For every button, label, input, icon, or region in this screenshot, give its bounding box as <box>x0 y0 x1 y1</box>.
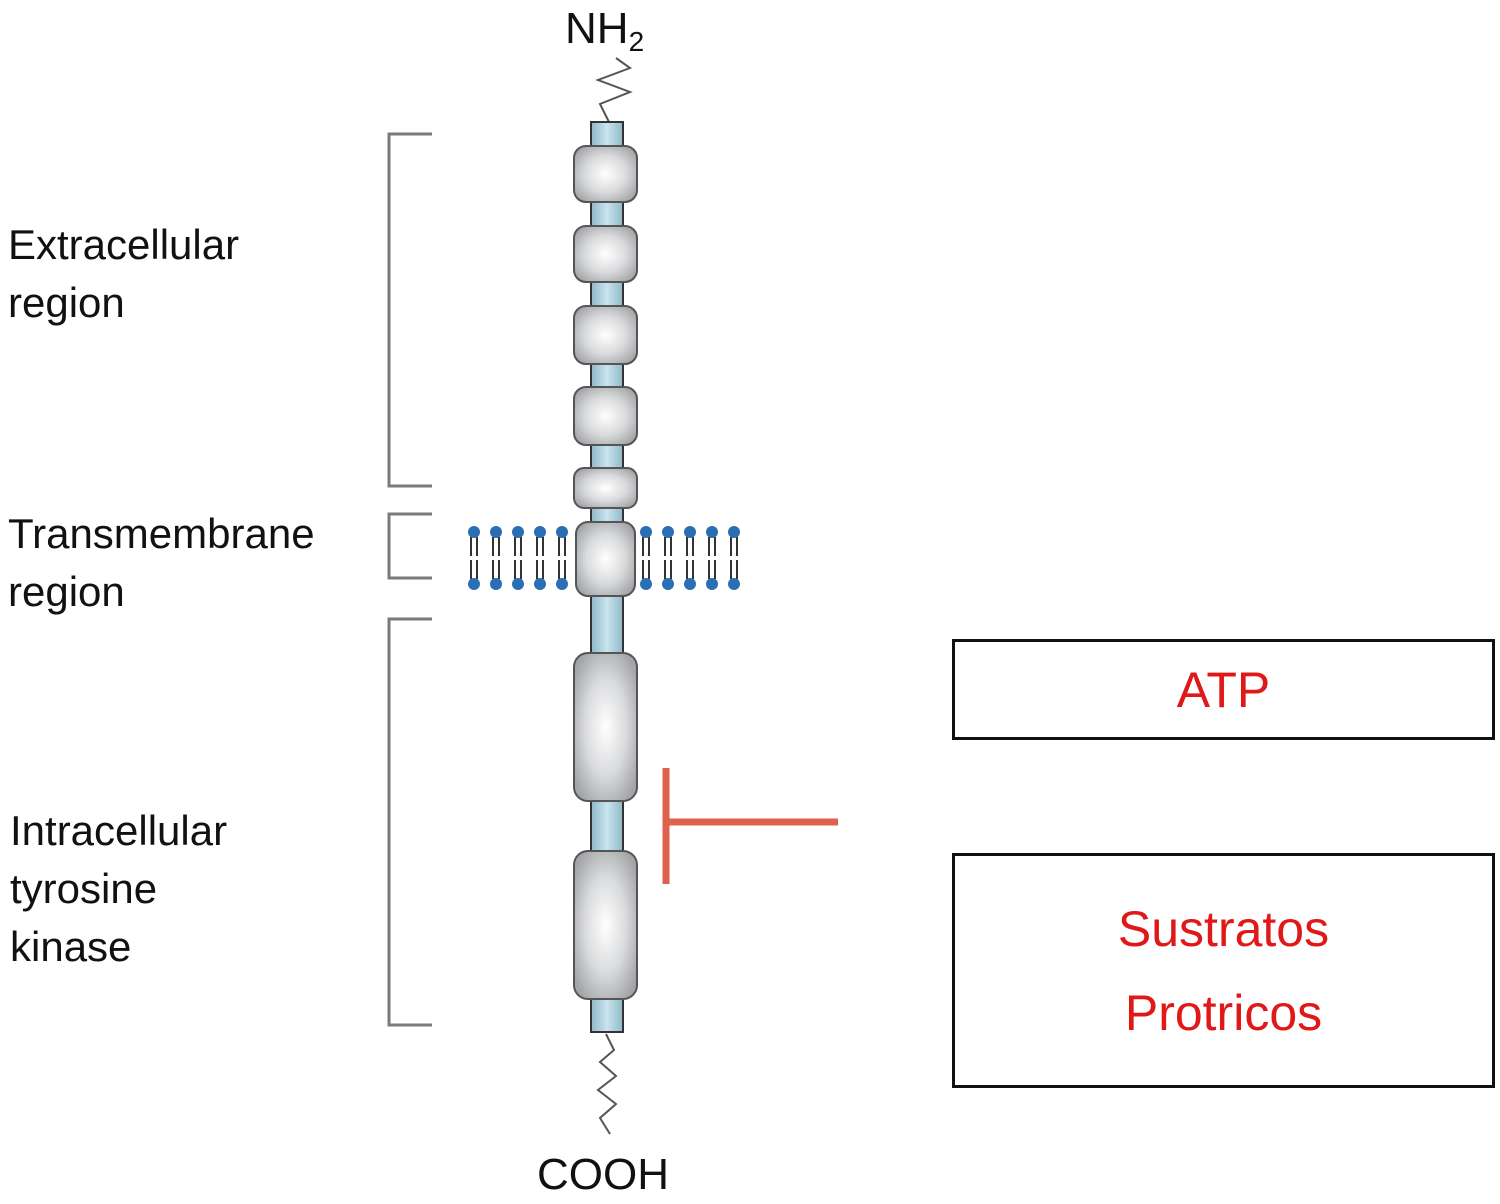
inhibition-arrow <box>662 768 838 884</box>
c-terminal-tail <box>596 1033 618 1135</box>
substrates-line-1: Sustratos <box>1117 900 1330 957</box>
region-brackets <box>387 132 432 1027</box>
c-terminus-text: COOH <box>537 1150 669 1199</box>
intracellular-line-2: tyrosine <box>10 865 158 912</box>
intracellular-line-1: Intracellular <box>10 807 228 854</box>
substrates-box: Sustratos Protricos <box>952 853 1495 1088</box>
c-terminus-label: COOH <box>537 1150 669 1200</box>
transmembrane-line-2: region <box>8 568 125 615</box>
bracket-extracellular <box>387 132 432 488</box>
intracellular-region-label: Intracellular tyrosine kinase <box>10 802 227 976</box>
extracellular-line-1: Extracellular <box>8 221 240 268</box>
extracellular-line-2: region <box>8 279 125 326</box>
extracellular-region-label: Extracellular region <box>8 216 239 332</box>
transmembrane-region-label: Transmembrane region <box>8 505 315 621</box>
bracket-intracellular <box>387 617 432 1027</box>
atp-label: ATP <box>1176 661 1271 718</box>
kinase-domains <box>573 652 638 1000</box>
n-terminus-text: NH <box>565 4 629 53</box>
n-terminal-tail <box>595 57 633 125</box>
bracket-transmembrane <box>387 512 432 580</box>
transmembrane-domain <box>575 521 636 597</box>
transmembrane-line-1: Transmembrane <box>8 510 315 557</box>
n-terminus-label: NH2 <box>565 4 644 58</box>
substrates-line-2: Protricos <box>1124 984 1323 1041</box>
extracellular-domains <box>573 145 638 509</box>
atp-box: ATP <box>952 639 1495 740</box>
n-terminus-subscript: 2 <box>628 26 645 57</box>
intracellular-line-3: kinase <box>10 923 132 970</box>
